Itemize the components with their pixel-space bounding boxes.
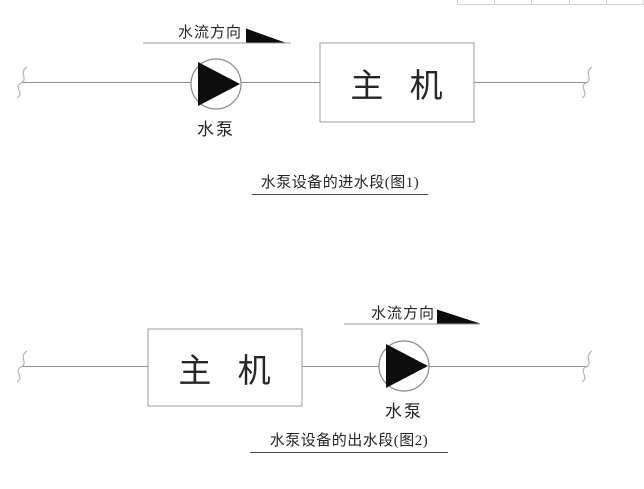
pump-triangle-icon [386,344,428,388]
flow-arrow-icon [437,309,480,324]
top-table-sliver [457,0,644,5]
host-label: 主 机 [350,68,444,105]
figure1-graphics [16,28,593,123]
host-box [319,42,475,123]
flow-arrow-icon [246,28,285,43]
table-sliver-tick [457,0,458,4]
table-sliver-tick [531,0,533,4]
figure2-caption: 水泵设备的出水段(图2) [250,429,448,453]
host-box [147,328,303,407]
figure2-graphics [16,309,593,407]
pump-label: 水泵 [197,120,235,139]
table-sliver-tick [494,0,496,4]
flow-direction-label: 水流方向 [177,25,242,41]
table-sliver-tick [605,0,607,4]
pipe-break-right-icon [581,350,593,383]
flow-direction-label: 水流方向 [370,306,435,322]
pump-label: 水泵 [385,402,423,421]
pipe-break-right-icon [581,66,593,99]
host-label: 主 机 [178,353,272,390]
pipe-break-left-icon [16,350,28,383]
figure1-caption: 水泵设备的进水段(图1) [252,171,428,195]
pump-triangle-icon [198,62,240,106]
pipe-break-left-icon [16,66,28,99]
table-sliver-tick [642,0,644,4]
table-sliver-tick [568,0,570,4]
